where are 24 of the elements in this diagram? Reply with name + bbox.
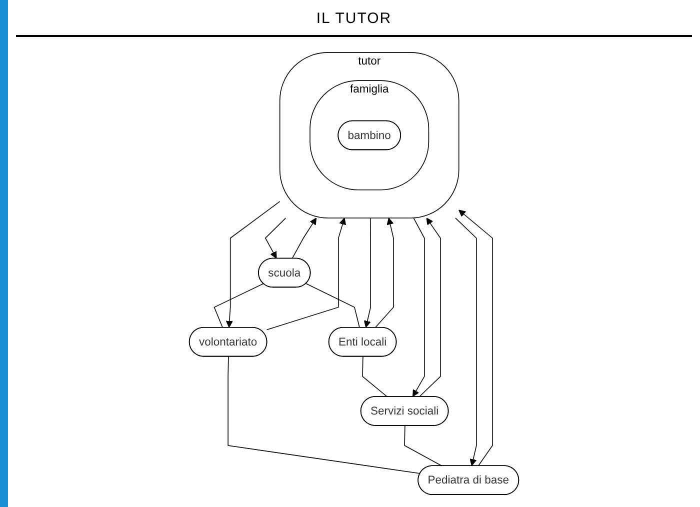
- ellipse-node: Enti locali: [328, 326, 397, 357]
- connector: [226, 201, 280, 328]
- ellipse-node: volontariato: [188, 326, 268, 357]
- connector: [306, 283, 360, 328]
- connector: [419, 218, 441, 397]
- group-title: tutor: [358, 54, 381, 67]
- connector: [458, 210, 493, 466]
- diagram-title: IL TUTOR: [315, 9, 393, 29]
- ellipse-node: scuola: [258, 258, 311, 288]
- connector: [412, 218, 425, 397]
- connector: [264, 218, 286, 259]
- connector: [292, 218, 317, 259]
- connector: [362, 356, 388, 398]
- connector: [228, 356, 421, 474]
- connector: [375, 218, 394, 328]
- connector: [364, 218, 371, 328]
- connector: [266, 218, 346, 330]
- ellipse-node: Servizi sociali: [360, 396, 449, 426]
- ellipse-node: Pediatra di base: [418, 465, 520, 495]
- group-title: famiglia: [350, 82, 389, 96]
- connector: [214, 283, 264, 328]
- connector: [455, 218, 477, 466]
- connector: [404, 425, 442, 466]
- ellipse-node: bambino: [338, 120, 401, 150]
